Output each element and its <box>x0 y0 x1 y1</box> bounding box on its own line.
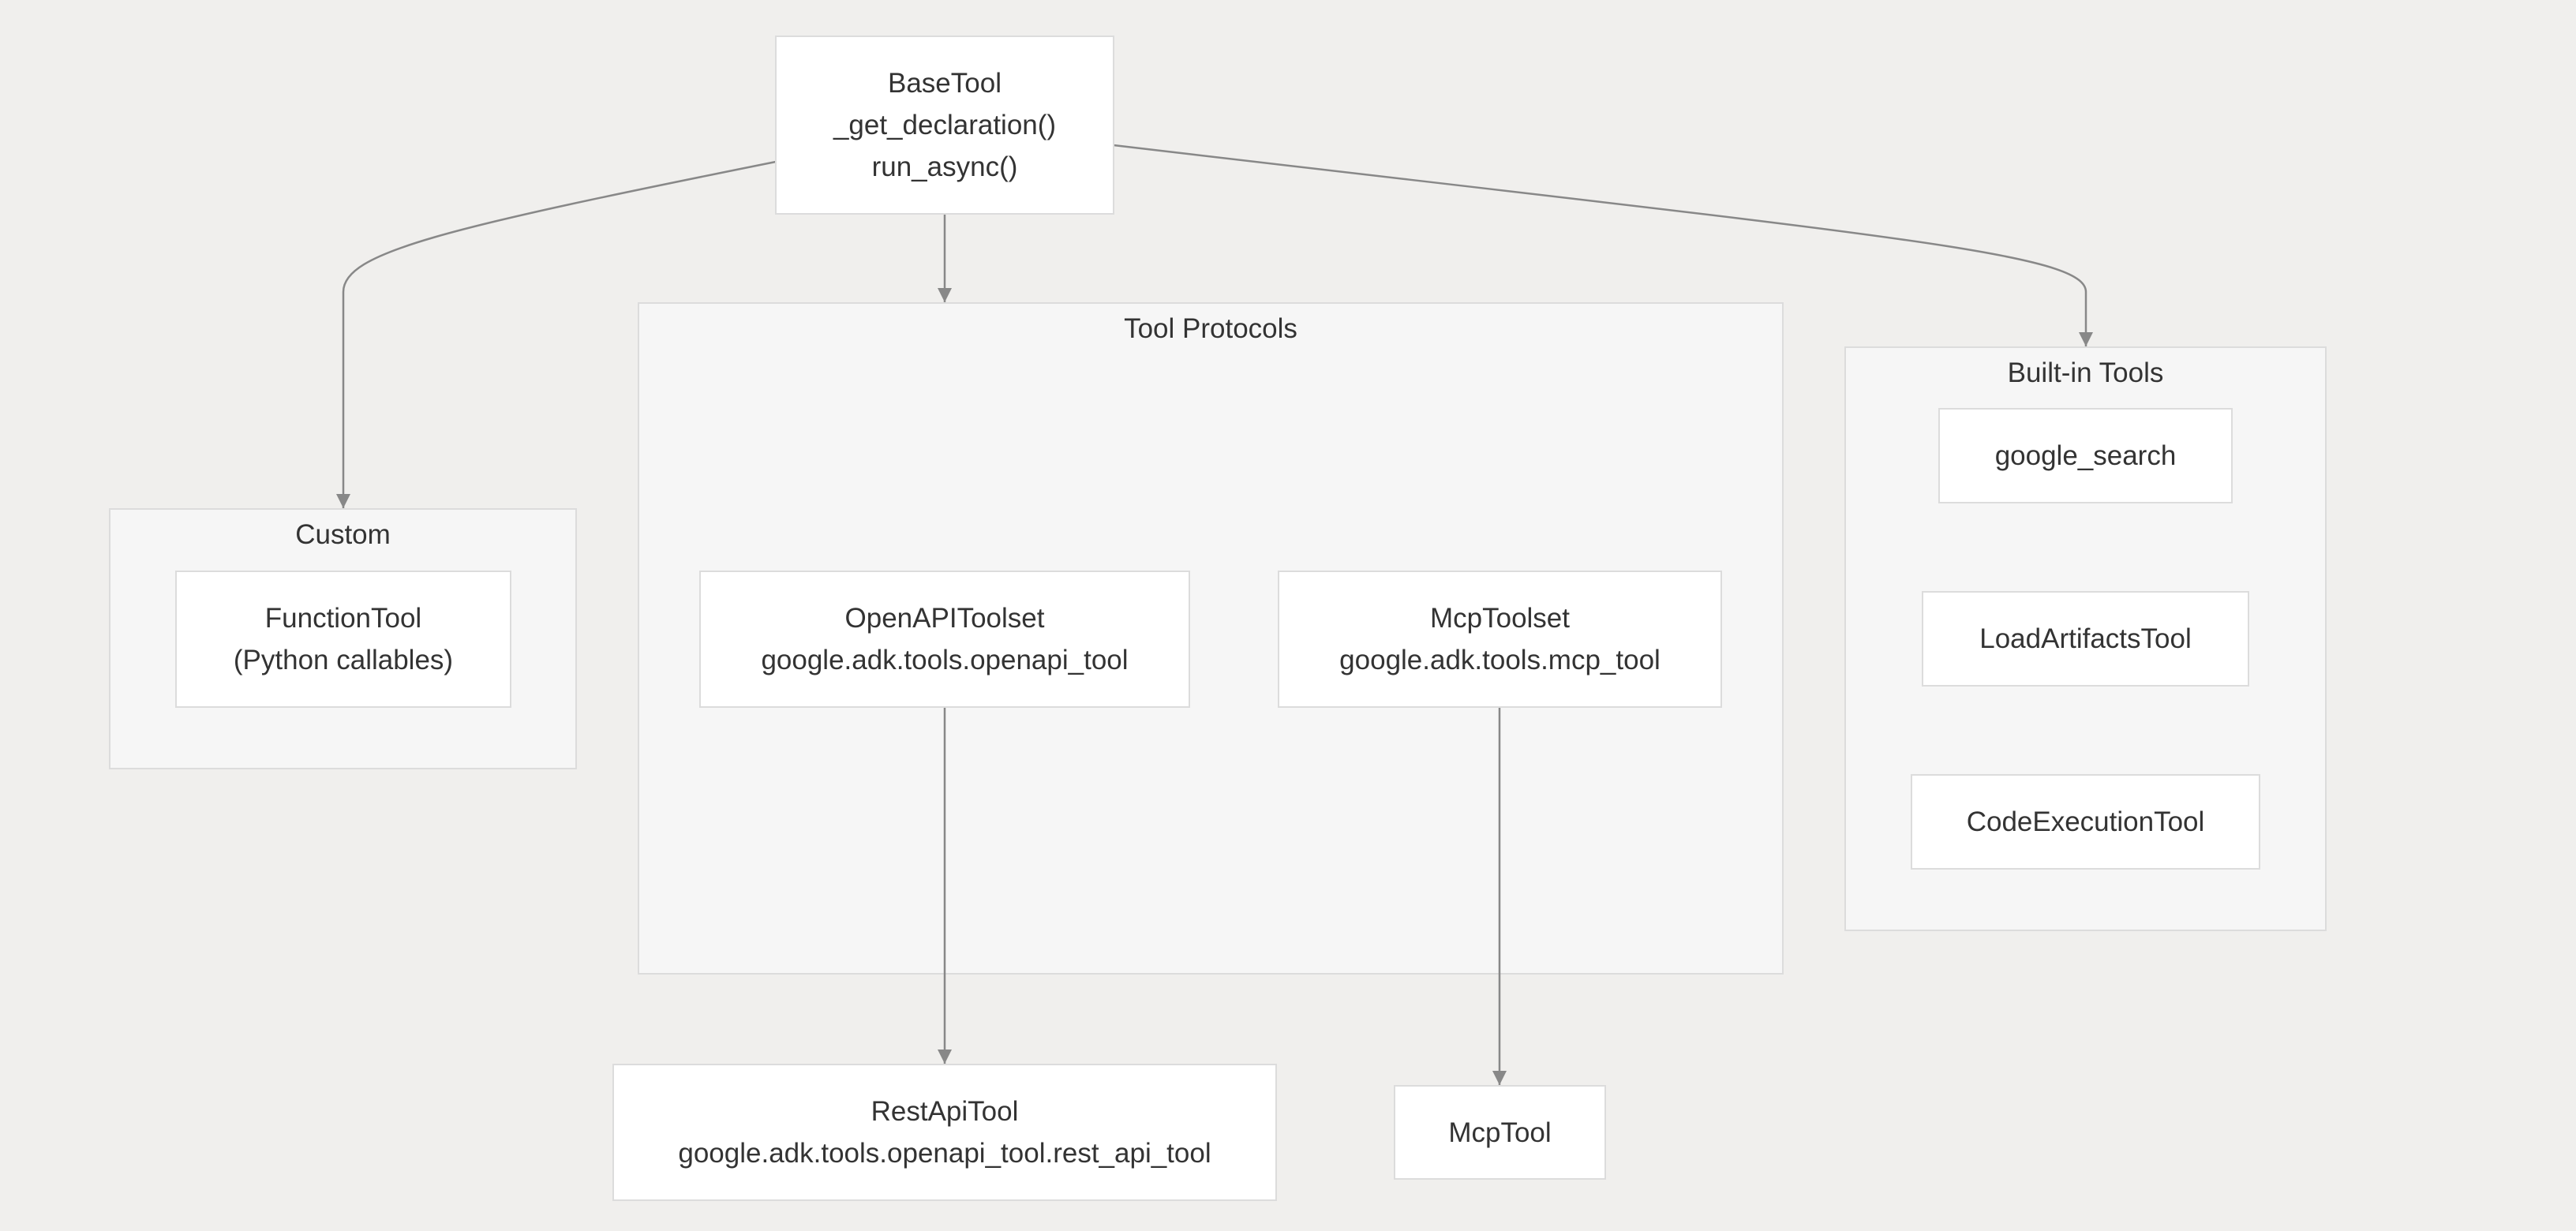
node-base-tool-line-1: BaseTool <box>888 68 1002 99</box>
node-base-tool-line-3: run_async() <box>871 152 1018 182</box>
node-load-artifacts-tool: LoadArtifactsTool <box>1922 591 2249 687</box>
node-base-tool: BaseTool _get_declaration() run_async() <box>775 36 1114 215</box>
node-base-tool-line-2: _get_declaration() <box>833 110 1057 140</box>
node-google-search-line-1: google_search <box>1994 440 2177 471</box>
node-function-tool: FunctionTool (Python callables) <box>175 571 511 708</box>
group-custom-title: Custom <box>295 519 391 550</box>
node-mcp-toolset-line-2: google.adk.tools.mcp_tool <box>1339 645 1661 675</box>
node-rest-api-tool: RestApiTool google.adk.tools.openapi_too… <box>612 1064 1277 1201</box>
node-code-execution-tool-line-1: CodeExecutionTool <box>1966 806 2205 837</box>
node-code-execution-tool: CodeExecutionTool <box>1911 774 2260 870</box>
node-load-artifacts-tool-line-1: LoadArtifactsTool <box>1979 623 2192 654</box>
node-mcp-toolset-line-1: McpToolset <box>1429 603 1571 634</box>
node-mcp-tool: McpTool <box>1394 1085 1606 1180</box>
node-mcp-tool-line-1: McpTool <box>1448 1117 1552 1148</box>
node-rest-api-tool-line-1: RestApiTool <box>871 1096 1019 1127</box>
group-builtin-tools-title: Built-in Tools <box>2007 357 2164 388</box>
node-rest-api-tool-line-2: google.adk.tools.openapi_tool.rest_api_t… <box>678 1138 1211 1169</box>
node-openapi-toolset-line-2: google.adk.tools.openapi_tool <box>761 645 1129 675</box>
node-openapi-toolset-line-1: OpenAPIToolset <box>844 603 1045 634</box>
node-function-tool-line-1: FunctionTool <box>264 603 422 634</box>
node-google-search: google_search <box>1938 408 2233 503</box>
node-openapi-toolset: OpenAPIToolset google.adk.tools.openapi_… <box>699 571 1190 708</box>
node-mcp-toolset: McpToolset google.adk.tools.mcp_tool <box>1278 571 1722 708</box>
node-function-tool-line-2: (Python callables) <box>233 645 454 675</box>
group-tool-protocols-title: Tool Protocols <box>1124 313 1297 344</box>
